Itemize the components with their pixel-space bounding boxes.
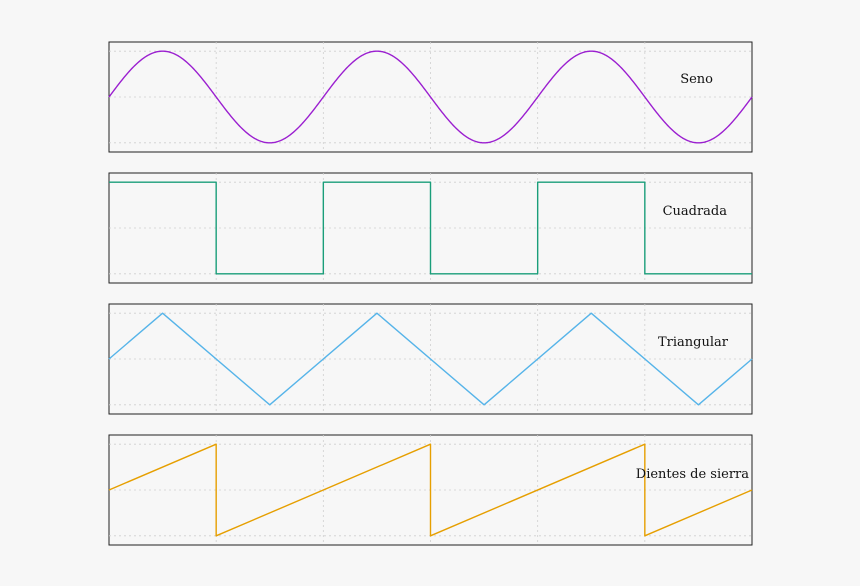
- wave-line-triangle: [108, 312, 753, 406]
- wave-line-sine: [108, 50, 753, 144]
- panel-4: Dientes de sierra: [108, 434, 753, 546]
- wave-label: Dientes de sierra: [636, 467, 749, 482]
- wave-label: Triangular: [658, 335, 729, 350]
- wave-label: Seno: [680, 72, 713, 87]
- wave-line-square: [109, 181, 752, 275]
- panel-1: Seno: [108, 41, 753, 153]
- wave-line-sawtooth: [108, 443, 753, 537]
- wave-label: Cuadrada: [663, 204, 728, 219]
- panel-3: Triangular: [108, 303, 753, 415]
- panel-2: Cuadrada: [108, 172, 753, 284]
